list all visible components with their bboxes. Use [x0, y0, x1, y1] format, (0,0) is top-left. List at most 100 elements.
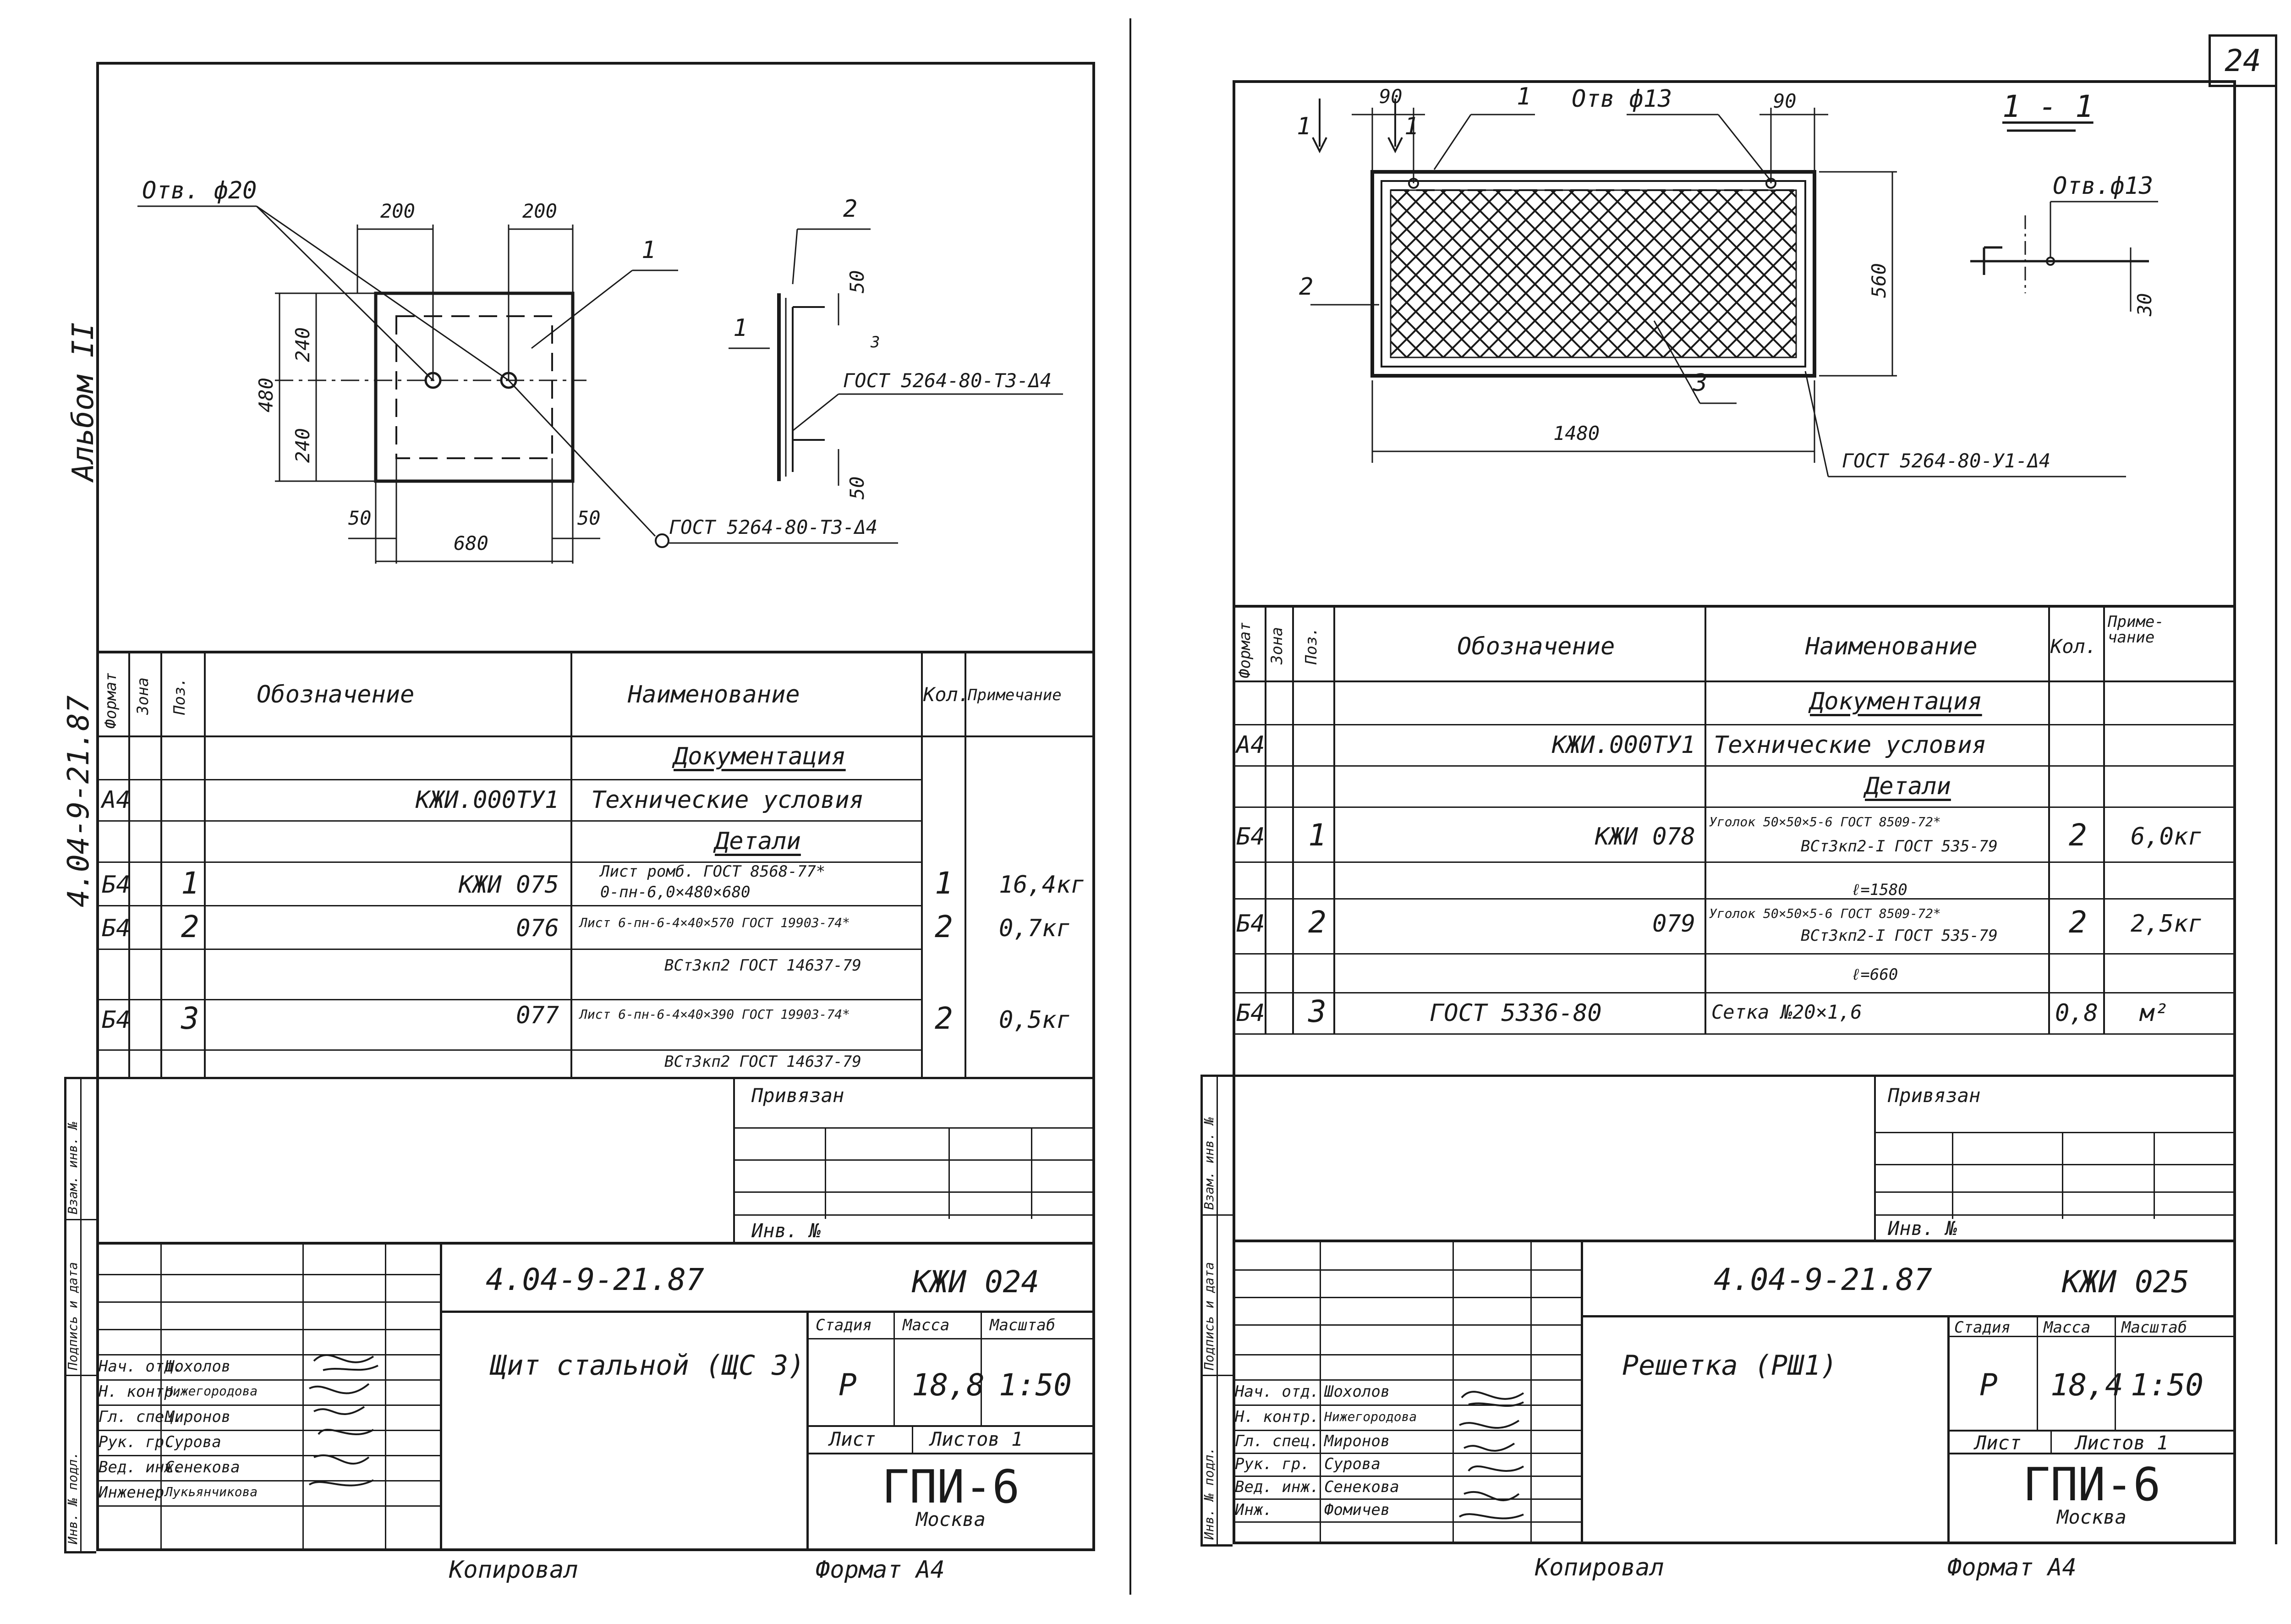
right-h-zone: Зона — [1268, 627, 1286, 664]
left-tb-name: Щит стальной (ЩС 3) — [490, 1350, 805, 1382]
right-r3-format: Б4 — [1236, 999, 1265, 1027]
right-h-note: Приме-чание — [2108, 613, 2164, 647]
left-dim-50-top: 50 — [846, 270, 868, 293]
left-tb-doc: КЖИ 024 — [912, 1264, 1040, 1300]
right-pos-1: 1 — [1517, 83, 1531, 110]
left-h-format: Формат — [102, 672, 120, 729]
left-tb-name-4: Сенекова — [165, 1458, 240, 1476]
sheet-divider — [1129, 18, 1131, 1595]
right-tb-stage-h: Стадия — [1954, 1318, 2011, 1337]
left-r2-name2: ВСт3кп2 ГОСТ 14637-79 — [664, 956, 861, 975]
left-shield-drawing — [137, 205, 1063, 564]
right-r3-note: м² — [2140, 999, 2169, 1027]
left-signatures — [308, 1354, 378, 1487]
left-dim-50-left: 50 — [348, 507, 372, 529]
right-tb-scale-h: Масштаб — [2121, 1318, 2187, 1337]
left-frame — [96, 62, 1095, 1551]
right-tb-role-0: Нач. отд. — [1235, 1383, 1320, 1401]
right-section-mark-2: 1 — [1404, 113, 1419, 140]
right-footer-copied: Копировал — [1535, 1554, 1664, 1581]
left-tb-name-3: Сурова — [165, 1433, 221, 1451]
left-footer-copied: Копировал — [449, 1556, 578, 1584]
right-stamp-vzam: Взам. инв. № — [1201, 1117, 1217, 1210]
left-weld-1: ГОСТ 5264-80-Т3-Δ4 — [843, 369, 1052, 392]
right-tb-sheet-h: Лист — [1975, 1432, 2022, 1454]
right-dim-90-a: 90 — [1379, 85, 1403, 108]
left-h-pos: Поз. — [170, 677, 189, 715]
left-dim-240-a: 240 — [291, 327, 314, 362]
right-tb-name-5: Фомичев — [1324, 1501, 1390, 1519]
left-privyazan: Привязан — [751, 1084, 844, 1107]
right-tb-code: 4.04-9-21.87 — [1714, 1262, 1932, 1297]
left-r2-name: Лист 6-пн-6-4×40×570 ГОСТ 19903-74* — [580, 915, 850, 930]
right-r0-format: А4 — [1236, 731, 1265, 759]
right-tb-role-4: Вед. инж. — [1235, 1478, 1320, 1496]
left-r0-designation: КЖИ.000ТУ1 — [415, 786, 559, 814]
left-tb-stage-h: Стадия — [816, 1316, 872, 1334]
right-tb-sheets-h: Листов 1 — [2076, 1432, 2169, 1454]
left-tb-role-2: Гл. спец. — [99, 1408, 183, 1426]
right-tb-name-3: Сурова — [1324, 1455, 1381, 1473]
right-weld: ГОСТ 5264-80-У1-Δ4 — [1842, 450, 2051, 472]
left-r1-format: Б4 — [102, 871, 131, 899]
left-section-details: Детали — [715, 828, 801, 855]
left-r1-pos: 1 — [181, 866, 199, 901]
left-r2-note: 0,7кг — [999, 915, 1071, 942]
right-tb-role-1: Н. контр. — [1235, 1408, 1320, 1426]
left-r2-qty: 2 — [935, 909, 953, 944]
left-stamp-sign: Подпись и дата — [65, 1262, 80, 1370]
left-tb-scale: 1:50 — [999, 1367, 1072, 1403]
left-r3-note: 0,5кг — [999, 1006, 1071, 1034]
right-dim-90-b: 90 — [1773, 90, 1797, 112]
right-tb-name-0: Шохолов — [1324, 1383, 1390, 1401]
right-dim-30: 30 — [2133, 293, 2156, 316]
right-tb-stage: Р — [1979, 1367, 1998, 1403]
right-tb-name-1: Нижегородова — [1324, 1409, 1417, 1424]
right-r2-name2: ВСт3кп2-I ГОСТ 535-79 — [1801, 927, 1998, 945]
right-tb-role-2: Гл. спец. — [1235, 1432, 1320, 1450]
left-tb-role-1: Н. контр. — [99, 1383, 183, 1401]
right-tb-role-3: Рук. гр. — [1235, 1455, 1310, 1473]
right-frame — [1233, 80, 2236, 1544]
left-tb-sheets-h: Листов 1 — [930, 1428, 1023, 1450]
left-tb-role-3: Рук. гр. — [99, 1433, 174, 1451]
left-tb-role-0: Нач. отд. — [99, 1357, 183, 1376]
left-r3-format: Б4 — [102, 1006, 131, 1034]
right-r0-name: Технические условия — [1714, 731, 1986, 759]
right-footer-format: Формат А4 — [1947, 1554, 2077, 1581]
right-tb-mass: 18,4 — [2050, 1367, 2123, 1403]
right-section-mark-1: 1 — [1297, 113, 1311, 140]
left-tb-code: 4.04-9-21.87 — [486, 1262, 704, 1297]
right-tb-role-5: Инж. — [1235, 1501, 1272, 1519]
right-section-docs: Документация — [1810, 688, 1982, 715]
left-dim-680: 680 — [454, 532, 488, 554]
left-r2-format: Б4 — [102, 915, 131, 942]
left-tb-name-0: Шохолов — [165, 1357, 231, 1376]
left-dim-3: 3 — [871, 333, 880, 351]
left-r3-name2: ВСт3кп2 ГОСТ 14637-79 — [664, 1053, 861, 1071]
left-weld-2: ГОСТ 5264-80-Т3-Δ4 — [669, 516, 878, 538]
right-pos-2: 2 — [1299, 273, 1314, 301]
right-r1-designation: КЖИ 078 — [1595, 823, 1695, 850]
left-r2-pos: 2 — [181, 909, 199, 944]
right-r2-name3: ℓ=660 — [1851, 966, 1898, 984]
left-r0-format: А4 — [102, 786, 131, 814]
left-tb-role-5: Инженер — [99, 1483, 164, 1502]
right-r1-name3: ℓ=1580 — [1851, 881, 1907, 899]
left-dim-50-right: 50 — [577, 507, 601, 529]
right-r1-qty: 2 — [2069, 817, 2087, 853]
left-pos-2: 2 — [843, 195, 858, 223]
left-r2-designation: 076 — [516, 915, 559, 942]
left-h-qty: Кол. — [923, 683, 970, 706]
left-dim-50-bottom: 50 — [846, 476, 868, 499]
right-stamp-sign: Подпись и дата — [1201, 1262, 1217, 1370]
right-grille-drawing — [1310, 99, 2158, 477]
left-tb-city: Москва — [916, 1508, 986, 1531]
right-r2-pos: 2 — [1308, 905, 1326, 940]
left-dim-200-b: 200 — [522, 200, 557, 222]
left-h-zone: Зона — [134, 677, 152, 715]
right-tb-scale: 1:50 — [2131, 1367, 2203, 1403]
right-r3-designation: ГОСТ 5336-80 — [1430, 999, 1602, 1027]
left-tb-name-1: Нижегородова — [165, 1383, 258, 1399]
right-r3-qty: 0,8 — [2055, 999, 2098, 1027]
